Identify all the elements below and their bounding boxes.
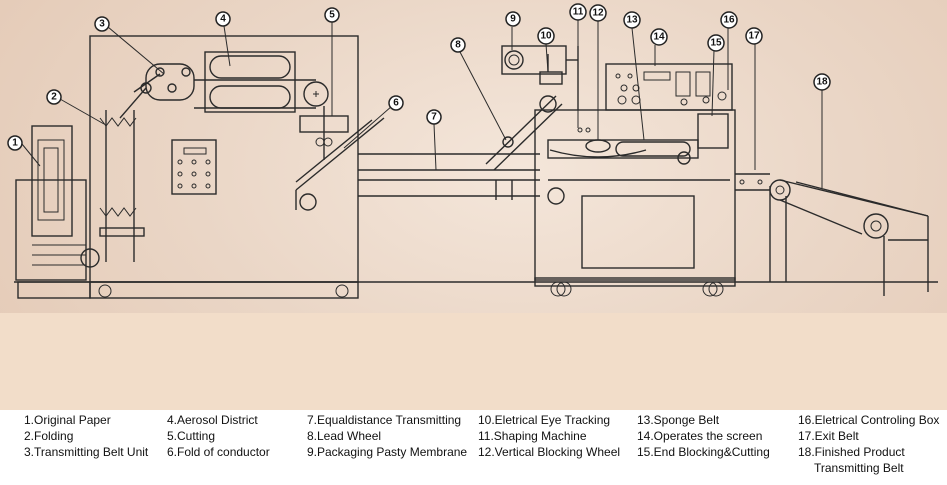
callout-15: 15 (707, 34, 725, 52)
equaldistance-transmitting (358, 153, 540, 200)
legend-item: 15.End Blocking&Cutting (637, 445, 770, 459)
svg-text:5: 5 (329, 10, 335, 21)
legend-column-5: 13.Sponge Belt 14.Operates the screen 15… (637, 412, 770, 460)
svg-text:2: 2 (51, 92, 57, 103)
callout-12: 12 (589, 4, 607, 22)
svg-text:13: 13 (626, 15, 638, 26)
callout-13: 13 (623, 11, 641, 29)
svg-text:9: 9 (510, 14, 516, 25)
svg-text:4: 4 (220, 14, 226, 25)
callout-17: 17 (745, 27, 763, 45)
svg-text:1: 1 (12, 138, 18, 149)
svg-text:8: 8 (455, 40, 461, 51)
legend-column-6: 16.Eletrical Controling Box 17.Exit Belt… (798, 412, 939, 476)
svg-text:17: 17 (748, 31, 760, 42)
svg-text:12: 12 (592, 8, 604, 19)
legend-item: 5.Cutting (167, 429, 216, 443)
callout-18: 18 (813, 73, 831, 91)
legend-column-4: 10.Eletrical Eye Tracking 11.Shaping Mac… (478, 412, 620, 460)
finished-product-belt (769, 179, 929, 296)
legend-item: 7.Equaldistance Transmitting (307, 413, 462, 427)
callout-6: 6 (388, 95, 404, 111)
legend-item: 1.Original Paper (24, 413, 111, 427)
legend-item: 17.Exit Belt (798, 429, 859, 443)
blank-band (0, 313, 947, 410)
svg-text:7: 7 (431, 112, 437, 123)
callout-3: 3 (94, 16, 110, 32)
legend-item: 11.Shaping Machine (478, 429, 587, 443)
callout-16: 16 (720, 11, 738, 29)
callout-11: 11 (569, 3, 587, 21)
legend-item: 16.Eletrical Controling Box (798, 413, 940, 427)
callout-1: 1 (7, 135, 23, 151)
svg-text:15: 15 (710, 38, 722, 49)
legend-item: 12.Vertical Blocking Wheel (478, 445, 621, 459)
leader-lines (21, 22, 823, 188)
svg-text:3: 3 (99, 19, 105, 30)
legend-area (0, 410, 947, 485)
callout-8: 8 (450, 37, 466, 53)
legend-item: 6.Fold of conductor (167, 445, 270, 459)
legend-item: 8.Lead Wheel (307, 429, 382, 443)
svg-text:6: 6 (393, 98, 399, 109)
callout-10: 10 (537, 27, 555, 45)
svg-text:16: 16 (723, 15, 735, 26)
legend-item: 14.Operates the screen (637, 429, 763, 443)
callout-4: 4 (215, 11, 231, 27)
exit-belt (735, 40, 770, 191)
callout-14: 14 (650, 28, 668, 46)
legend: 1.Original Paper 2.Folding 3.Transmittin… (0, 412, 947, 484)
main-frame-left (80, 35, 385, 299)
legend-column-1: 1.Original Paper 2.Folding 3.Transmittin… (24, 412, 148, 460)
svg-text:11: 11 (573, 7, 584, 18)
svg-text:14: 14 (653, 32, 665, 43)
legend-item: 18.Finished Product (798, 445, 905, 459)
svg-text:18: 18 (816, 77, 828, 88)
callout-5: 5 (324, 7, 340, 23)
legend-item: 4.Aerosol District (167, 413, 258, 427)
main-frame-right (485, 20, 736, 297)
legend-item: Transmitting Belt (814, 461, 904, 475)
legend-item: 13.Sponge Belt (637, 413, 720, 427)
callout-2: 2 (46, 89, 62, 105)
legend-item: 9.Packaging Pasty Membrane (307, 445, 468, 459)
svg-text:10: 10 (540, 31, 552, 42)
callout-7: 7 (426, 109, 442, 125)
legend-item: 10.Eletrical Eye Tracking (478, 413, 611, 427)
legend-item: 2.Folding (24, 429, 74, 443)
legend-item: 3.Transmitting Belt Unit (24, 445, 149, 459)
original-paper-unit (15, 125, 91, 299)
callout-9: 9 (505, 11, 521, 27)
legend-column-3: 7.Equaldistance Transmitting 8.Lead Whee… (307, 412, 467, 460)
legend-column-2: 4.Aerosol District 5.Cutting 6.Fold of c… (167, 412, 270, 460)
